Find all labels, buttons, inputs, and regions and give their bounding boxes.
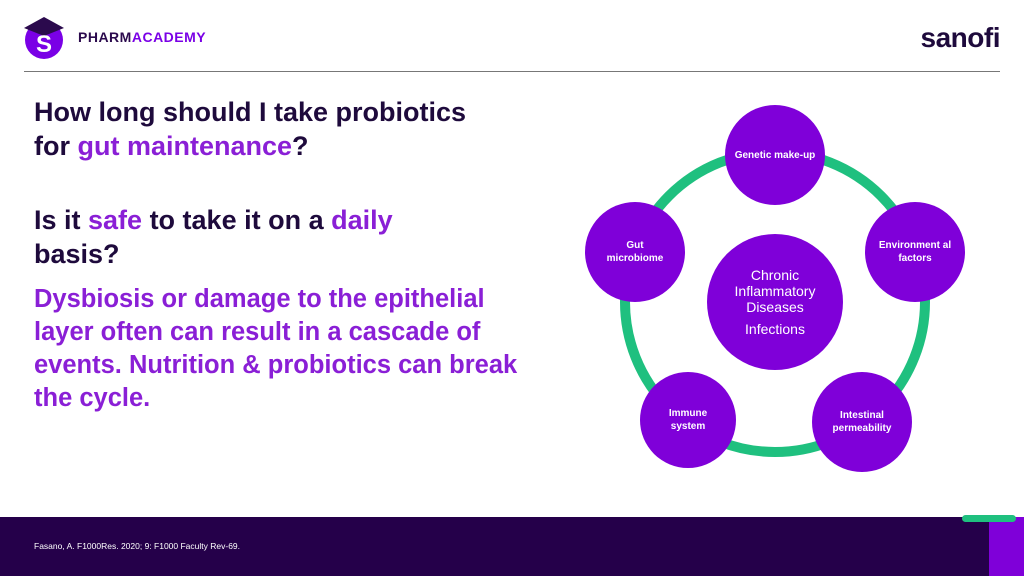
title-line1: How long should I take probiotics	[34, 97, 467, 127]
node-environmental: Environment al factors	[865, 202, 965, 302]
footer-bar	[0, 517, 1024, 576]
logo-text-academy: ACADEMY	[131, 29, 207, 45]
node-genetic: Genetic make-up	[725, 105, 825, 205]
header-divider	[24, 71, 1000, 72]
node-intestinal: Intestinal permeability	[812, 372, 912, 472]
sanofi-logo: sanofi	[920, 22, 1001, 53]
node-immune: Immune system	[640, 372, 736, 468]
title-line2: for gut maintenance?	[34, 131, 309, 161]
citation: Fasano, A. F1000Res. 2020; 9: F1000 Facu…	[34, 541, 241, 551]
footer-green-bar	[962, 515, 1016, 522]
second-question: Is it safe to take it on a daily basis?	[34, 205, 393, 269]
body-text: Dysbiosis or damage to the epithelial la…	[34, 285, 518, 412]
pharmacademy-logo: S PHARMACADEMY	[22, 14, 206, 60]
pharmacademy-logo-icon: S	[24, 17, 64, 59]
title-question: How long should I take probiotics for gu…	[34, 95, 514, 163]
footer-accent	[989, 517, 1024, 576]
center-text: Chronic Inflammatory Diseases	[734, 267, 816, 315]
logo-text-pharm: PHARM	[78, 29, 132, 45]
svg-text:S: S	[36, 31, 52, 58]
center-subtext: Infections	[745, 321, 805, 337]
node-gut: Gut microbiome	[585, 202, 685, 302]
center-node: Chronic Inflammatory Diseases Infections	[707, 234, 843, 370]
